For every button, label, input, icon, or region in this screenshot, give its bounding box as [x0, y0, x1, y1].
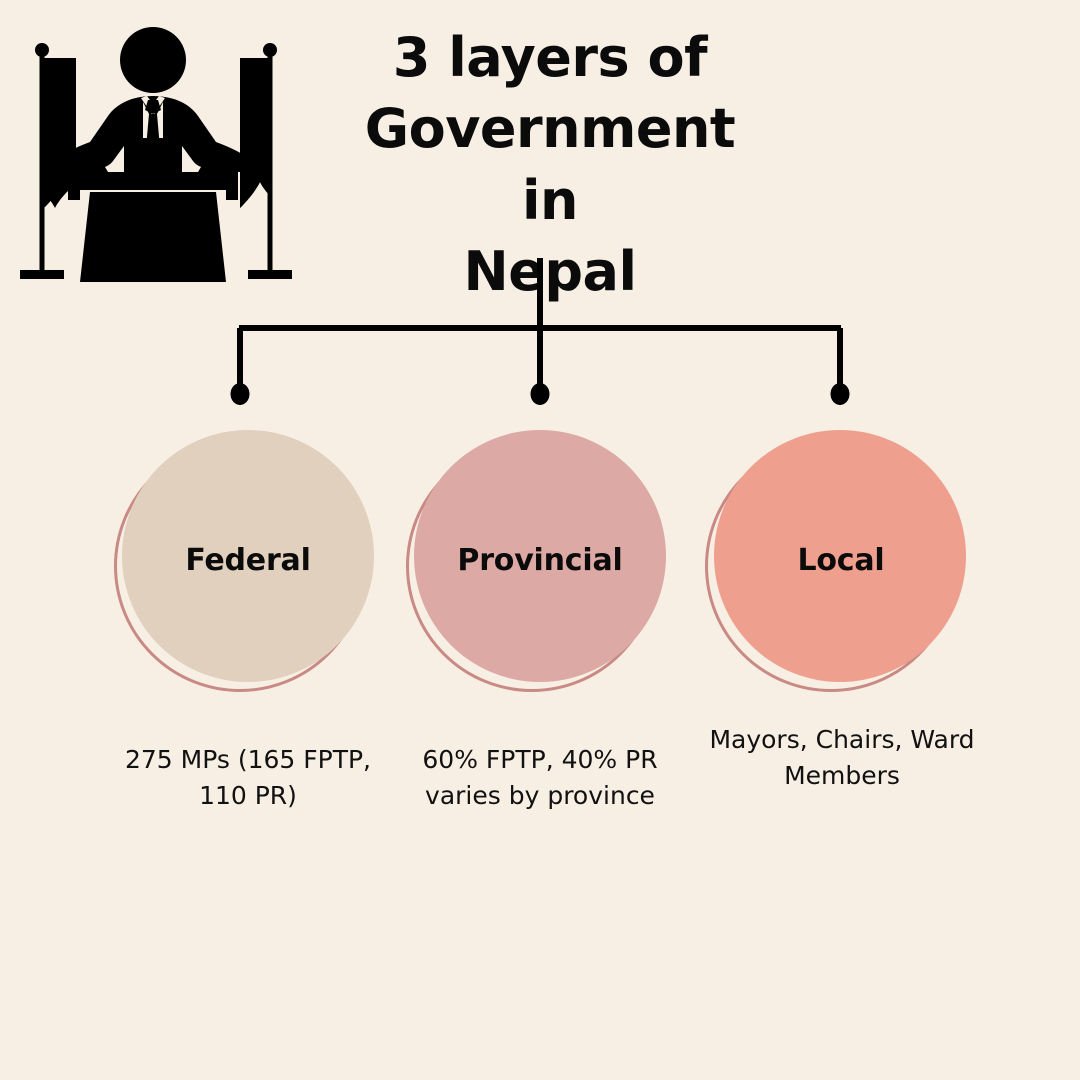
federal-circle: [108, 428, 388, 718]
node-local[interactable]: Local: [701, 428, 981, 718]
federal-circle-fill: [122, 430, 374, 682]
provincial-caption: 60% FPTP, 40% PR varies by province: [422, 745, 658, 810]
page-title: 3 layers of Government in Nepal: [364, 26, 736, 303]
provincial-label: Provincial: [457, 543, 623, 578]
federal-caption: 275 MPs (165 FPTP, 110 PR): [124, 745, 371, 810]
podium-speaker-with-flags-icon: [4, 12, 304, 294]
local-label: Local: [797, 543, 885, 578]
node-provincial[interactable]: Provincial: [400, 428, 680, 718]
local-circle-fill: [714, 430, 966, 682]
local-caption: Mayors, Chairs, Ward Members: [709, 725, 975, 790]
federal-label: Federal: [185, 543, 311, 578]
node-federal[interactable]: Federal: [108, 428, 388, 718]
provincial-circle-fill: [414, 430, 666, 682]
local-circle: [701, 428, 981, 718]
provincial-circle: [400, 428, 680, 718]
